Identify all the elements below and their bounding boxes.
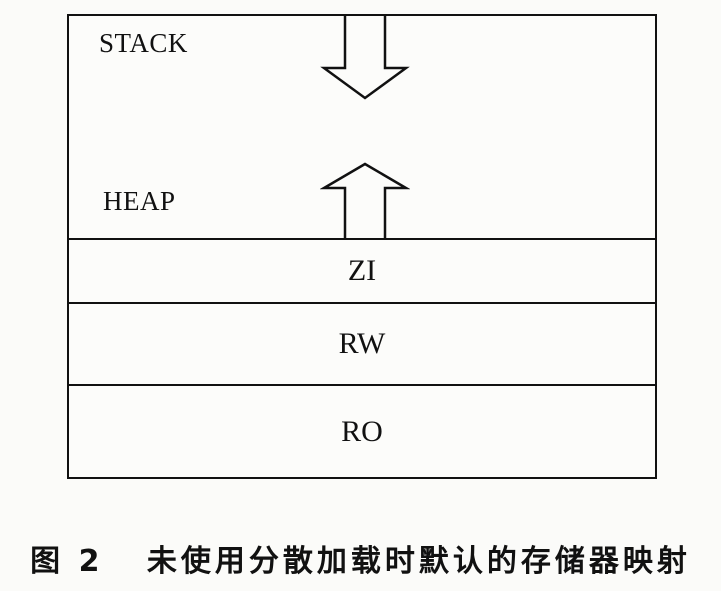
ro-label: RO (341, 414, 383, 448)
rw-label: RW (338, 327, 386, 360)
memory-map-diagram: STACK HEAP ZI RW RO (67, 14, 657, 479)
figure-number: 图 2 (30, 544, 104, 579)
arrow-down-icon (320, 14, 410, 100)
arrow-up-icon (320, 162, 410, 240)
stack-heap-region: STACK HEAP (69, 14, 655, 240)
stack-label: STACK (99, 28, 188, 58)
figure-caption: 图 2 未使用分散加载时默认的存储器映射 (0, 536, 721, 580)
ro-region: RO (69, 386, 655, 477)
zi-region: ZI (69, 240, 655, 304)
zi-label: ZI (347, 254, 377, 287)
figure-caption-text: 未使用分散加载时默认的存储器映射 (146, 544, 691, 579)
rw-region: RW (69, 304, 655, 386)
heap-label: HEAP (103, 186, 176, 216)
